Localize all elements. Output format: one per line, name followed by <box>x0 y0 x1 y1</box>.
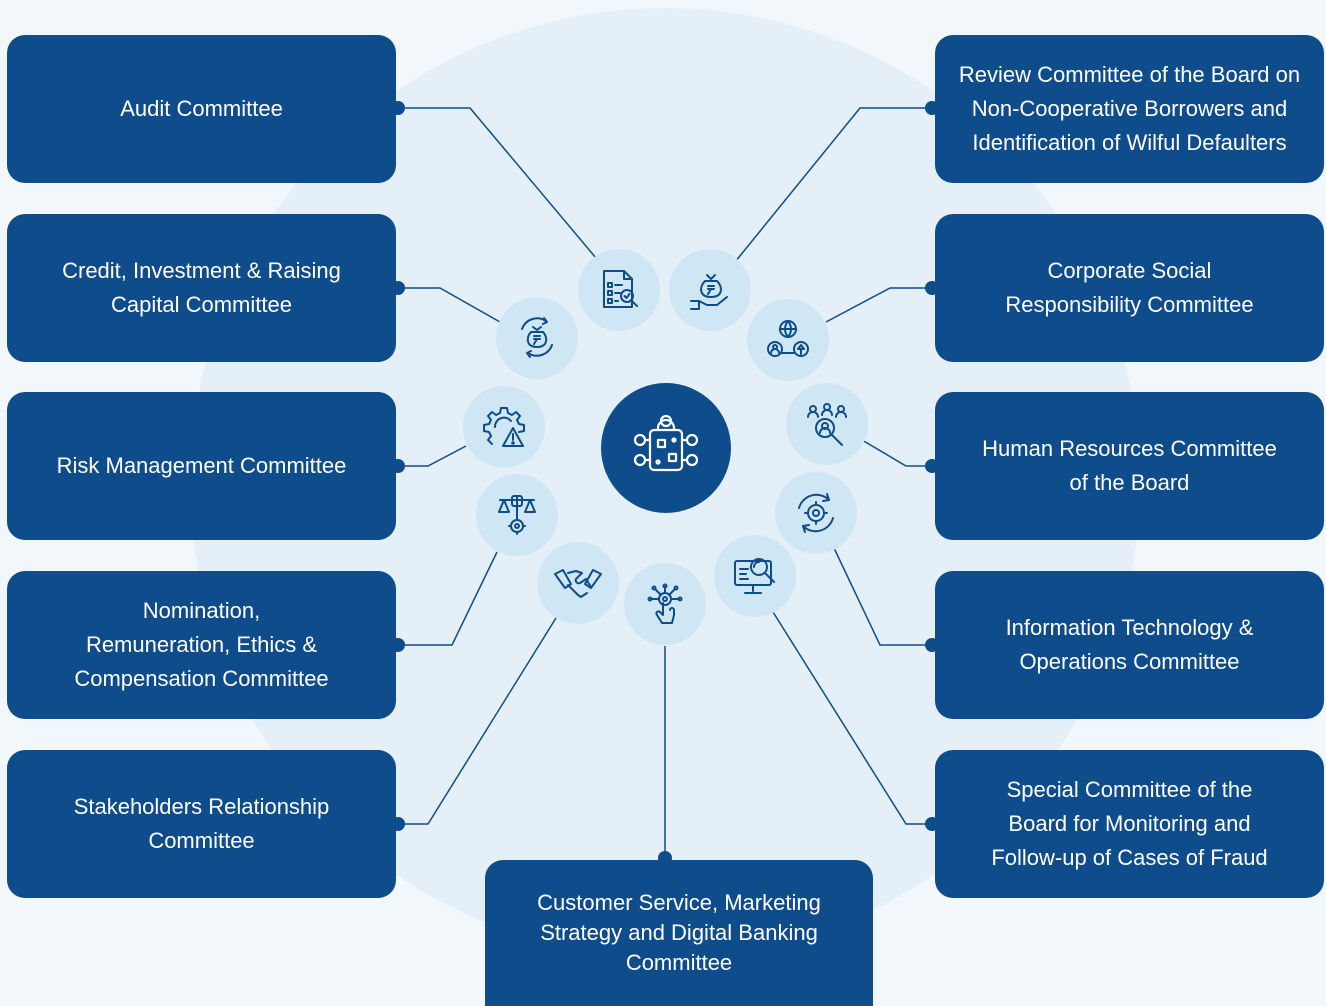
gear-warning-icon <box>463 386 545 468</box>
stakeholders-committee-box: Stakeholders Relationship Committee <box>7 750 396 898</box>
review-committee-label-line3: Identification of Wilful Defaulters <box>972 130 1287 156</box>
stakeholders-committee-label-line1: Stakeholders Relationship <box>73 793 330 819</box>
people-search-icon <box>786 383 868 465</box>
review-committee-label-line1: Review Committee of the Board on <box>958 61 1301 87</box>
digital-touch-icon <box>624 563 706 645</box>
stakeholders-committee-label-line2: Committee <box>148 828 255 853</box>
csr-committee-label-line2: Responsibility Committee <box>1005 292 1254 317</box>
rupee-bag-cycle-icon <box>496 297 578 379</box>
review-committee-label-line2: Non-Cooperative Borrowers and <box>971 95 1288 121</box>
customer-service-committee-box: Customer Service, Marketing Strategy and… <box>485 860 873 1006</box>
audit-committee-label: Audit Committee <box>120 95 283 121</box>
credit-committee-label-line1: Credit, Investment & Raising <box>62 257 341 283</box>
nomination-committee-box: Nomination, Remuneration, Ethics & Compe… <box>7 571 396 719</box>
money-bag-hand-icon <box>669 249 751 331</box>
it-committee-box: Information Technology & Operations Comm… <box>935 571 1324 719</box>
nomination-committee-label-line3: Compensation Committee <box>74 666 329 692</box>
credit-committee-box: Credit, Investment & Raising Capital Com… <box>7 214 396 362</box>
fraud-committee-label-line3: Follow-up of Cases of Fraud <box>991 845 1268 871</box>
nomination-committee-label-line1: Nomination, <box>142 597 261 623</box>
csr-committee-box: Corporate Social Responsibility Committe… <box>935 214 1324 362</box>
fraud-committee-label-line2: Board for Monitoring and <box>1008 810 1251 836</box>
hr-committee-box: Human Resources Committee of the Board <box>935 392 1324 540</box>
scales-gear-icon <box>476 474 558 556</box>
board-network-icon <box>601 383 731 513</box>
nomination-committee-label-line2: Remuneration, Ethics & <box>85 631 318 657</box>
gear-cycle-icon <box>775 472 857 554</box>
fraud-committee-label-line1: Special Committee of the <box>1006 776 1253 802</box>
review-committee-box: Review Committee of the Board on Non-Coo… <box>935 35 1324 183</box>
document-check-icon <box>578 249 660 331</box>
it-committee-label-line1: Information Technology & <box>1005 614 1254 640</box>
credit-committee-label-line2: Capital Committee <box>111 292 292 317</box>
customer-committee-label-line3: Committee <box>625 949 733 975</box>
hr-committee-label-line2: of the Board <box>1069 470 1190 495</box>
globe-people-icon <box>747 299 829 381</box>
handshake-icon <box>537 542 619 624</box>
csr-committee-label-line1: Corporate Social <box>1047 257 1212 283</box>
audit-committee-box: Audit Committee <box>7 35 396 183</box>
risk-committee-label: Risk Management Committee <box>56 452 347 478</box>
fraud-committee-box: Special Committee of the Board for Monit… <box>935 750 1324 898</box>
customer-committee-label-line1: Customer Service, Marketing <box>537 890 821 916</box>
hr-committee-label-line1: Human Resources Committee <box>982 435 1277 461</box>
monitor-search-icon <box>714 535 796 617</box>
risk-committee-box: Risk Management Committee <box>7 392 396 540</box>
customer-committee-label-line2: Strategy and Digital Banking <box>540 920 818 946</box>
it-committee-label-line2: Operations Committee <box>1019 649 1240 674</box>
